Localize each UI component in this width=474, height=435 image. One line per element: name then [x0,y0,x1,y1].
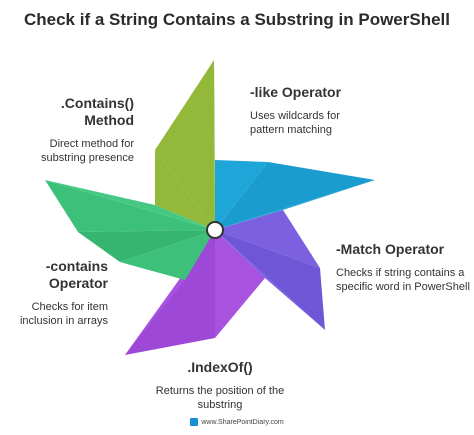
blade-contains-method-shape [214,60,215,230]
label-indexof: .IndexOf() Returns the position of the s… [140,359,300,412]
blade-contains-operator-shape [78,230,215,262]
blade-indexof-shape [215,230,265,338]
label-contains-operator: -contains Operator Checks for item inclu… [4,258,108,328]
description-like-operator: Uses wildcards for pattern matching [250,110,340,136]
blade-like-operator-shape [215,180,375,230]
center-hub [206,221,224,239]
heading-indexof: .IndexOf() [187,359,253,375]
footer-text: www.SharePointDiary.com [201,418,284,426]
footer-credit: www.SharePointDiary.com [0,418,474,426]
heading-contains-operator: -contains Operator [45,258,108,291]
description-match-operator: Checks if string contains a specific wor… [336,267,470,293]
blade-contains-operator-shape [45,180,215,232]
heading-contains-method: .Contains() Method [60,95,134,128]
label-like-operator: -like Operator Uses wildcards for patter… [250,84,420,137]
blade-match-operator [215,210,325,330]
blade-like-operator-shape [215,162,375,230]
site-logo-icon [190,418,199,426]
blade-contains-operator-shape [120,230,215,280]
blade-match-operator-shape [215,230,325,330]
blade-contains-method-shape [155,60,215,230]
blade-like-operator [215,160,375,230]
label-match-operator: -Match Operator Checks if string contain… [336,241,472,294]
label-contains-method: .Contains() Method Direct method for sub… [4,95,134,165]
heading-like-operator: -like Operator [250,84,342,100]
description-contains-operator: Checks for item inclusion in arrays [19,301,108,327]
heading-match-operator: -Match Operator [336,241,445,257]
blade-match-operator-shape [215,210,320,268]
blade-contains-operator [45,180,215,280]
description-indexof: Returns the position of the substring [155,385,285,411]
page-title: Check if a String Contains a Substring i… [23,10,450,29]
description-contains-method: Direct method for substring presence [41,138,134,164]
blade-contains-method [155,60,215,230]
blade-like-operator-shape [215,160,268,230]
blade-contains-operator-shape [45,180,215,230]
